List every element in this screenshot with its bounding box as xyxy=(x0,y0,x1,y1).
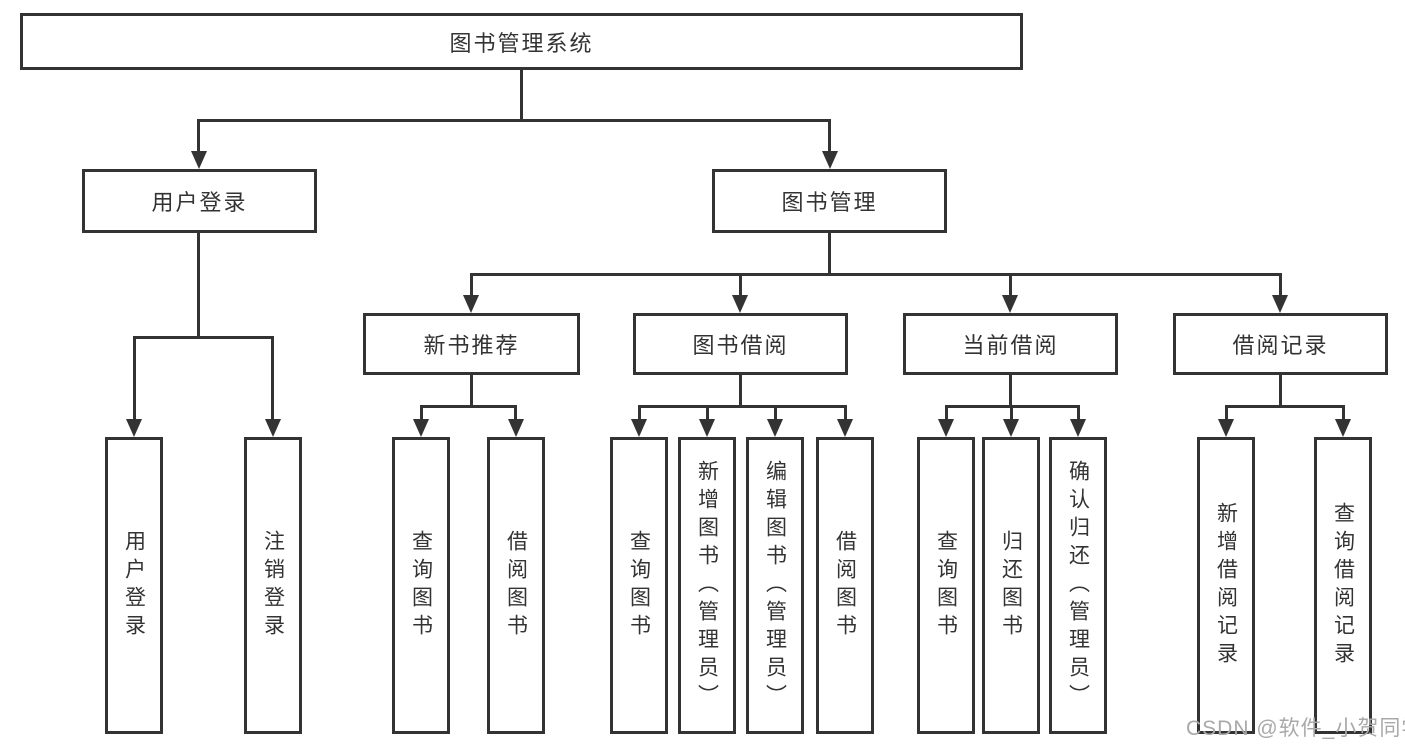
connector-leaf-stem xyxy=(1225,405,1228,420)
arrow-down-icon xyxy=(1003,419,1019,437)
connector-leaf-stem xyxy=(271,336,274,420)
connector-leaf-stem xyxy=(1010,405,1013,420)
connector-leaf-stem xyxy=(945,405,948,420)
connector-leaf-stem xyxy=(638,405,641,420)
node-library-system: 图书管理系统 xyxy=(20,13,1023,70)
leaf-query-books-borrowing: 查询图书 xyxy=(610,437,668,734)
arrow-down-icon xyxy=(126,419,142,437)
connector-root-stem xyxy=(520,69,523,121)
connector-l2-stem xyxy=(470,273,473,296)
connector-hline xyxy=(638,405,846,408)
arrow-down-icon xyxy=(413,419,429,437)
node-current-borrowing: 当前借阅 xyxy=(903,313,1118,375)
connector-login-hline xyxy=(133,336,274,339)
arrow-down-icon xyxy=(1002,295,1018,313)
connector-l2-stem xyxy=(1279,273,1282,296)
arrow-down-icon xyxy=(1070,419,1086,437)
connector-stem xyxy=(739,375,742,406)
arrow-down-icon xyxy=(1335,419,1351,437)
connector-leaf-stem xyxy=(514,405,517,420)
arrow-down-icon xyxy=(732,295,748,313)
arrow-down-icon xyxy=(1218,419,1234,437)
node-book-management: 图书管理 xyxy=(712,169,947,233)
connector-leaf-stem xyxy=(774,405,777,420)
arrow-down-icon xyxy=(191,151,207,169)
leaf-query-books-current: 查询图书 xyxy=(917,437,975,734)
leaf-add-books-admin: 新增图书（管理员） xyxy=(678,437,736,734)
connector-l2-stem xyxy=(1009,273,1012,296)
leaf-query-books-recommend: 查询图书 xyxy=(392,437,450,734)
connector-stem xyxy=(1279,375,1282,406)
arrow-down-icon xyxy=(837,419,853,437)
connector-root-hline xyxy=(197,119,831,122)
arrow-down-icon xyxy=(822,151,838,169)
arrow-down-icon xyxy=(699,419,715,437)
connector-mgmt-stem xyxy=(828,119,831,153)
leaf-borrow-books-recommend: 借阅图书 xyxy=(487,437,545,734)
arrow-down-icon xyxy=(938,419,954,437)
connector-mgmt-hline xyxy=(470,273,1282,276)
arrow-down-icon xyxy=(767,419,783,437)
connector-leaf-stem xyxy=(706,405,709,420)
arrow-down-icon xyxy=(265,419,281,437)
leaf-confirm-return-admin: 确认归还（管理员） xyxy=(1049,437,1107,734)
connector-stem xyxy=(470,375,473,406)
leaf-user-login: 用户登录 xyxy=(105,437,163,734)
connector-login-down xyxy=(197,233,200,337)
connector-leaf-stem xyxy=(1077,405,1080,420)
node-new-book-recommend: 新书推荐 xyxy=(363,313,580,375)
arrow-down-icon xyxy=(631,419,647,437)
connector-hline xyxy=(420,405,517,408)
arrow-down-icon xyxy=(1272,295,1288,313)
connector-leaf-stem xyxy=(844,405,847,420)
leaf-logout: 注销登录 xyxy=(244,437,302,734)
arrow-down-icon xyxy=(463,295,479,313)
node-book-borrowing: 图书借阅 xyxy=(633,313,848,375)
node-borrowing-records: 借阅记录 xyxy=(1173,313,1388,375)
leaf-edit-books-admin: 编辑图书（管理员） xyxy=(746,437,804,734)
connector-leaf-stem xyxy=(133,336,136,420)
node-user-login-branch: 用户登录 xyxy=(82,169,317,233)
csdn-watermark: CSDN @软件_小贺同学 xyxy=(1186,717,1405,740)
connector-mgmt-down xyxy=(828,233,831,276)
leaf-query-borrow-record: 查询借阅记录 xyxy=(1314,437,1372,734)
connector-hline xyxy=(1225,405,1344,408)
connector-stem xyxy=(1009,375,1012,406)
connector-leaf-stem xyxy=(420,405,423,420)
connector-leaf-stem xyxy=(1342,405,1345,420)
connector-l2-stem xyxy=(739,273,742,296)
arrow-down-icon xyxy=(508,419,524,437)
leaf-borrow-books: 借阅图书 xyxy=(816,437,874,734)
leaf-return-books: 归还图书 xyxy=(982,437,1040,734)
connector-login-stem xyxy=(197,119,200,153)
leaf-add-borrow-record: 新增借阅记录 xyxy=(1197,437,1255,734)
